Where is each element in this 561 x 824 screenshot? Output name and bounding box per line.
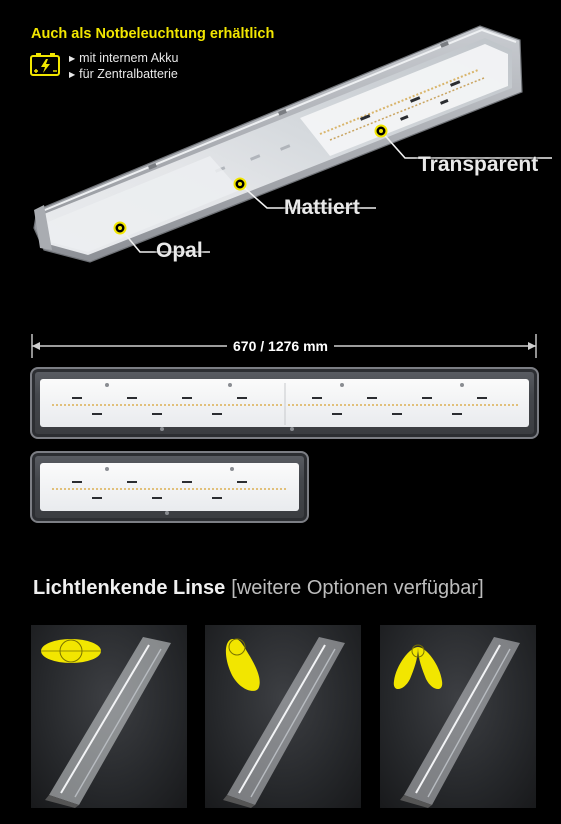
led-board-drawing: [52, 467, 287, 515]
cover-label-transparent: Transparent: [418, 153, 539, 176]
emergency-option-central-battery: ▶für Zentralbatterie: [69, 67, 178, 81]
emergency-option-label: für Zentralbatterie: [79, 67, 178, 81]
triangle-bullet-icon: ▶: [69, 54, 76, 63]
dimension-text: 670 / 1276 mm: [227, 338, 334, 354]
lens-tile-wide: [31, 625, 187, 808]
led-board-drawing: [52, 383, 518, 431]
lens-fixture-image: [400, 637, 520, 808]
cover-label-opal: Opal: [156, 239, 203, 262]
emergency-title: Auch als Notbeleuchtung erhältlich: [31, 26, 275, 42]
beam-pattern-wide-icon: [41, 639, 101, 663]
lens-heading: Lichtlenkende Linse[weitere Optionen ver…: [33, 577, 484, 600]
hero-fixture-image: [33, 25, 552, 263]
emergency-option-label: mit internem Akku: [79, 51, 179, 65]
lens-tile-asymmetric: [205, 625, 361, 808]
lens-heading-note: [weitere Optionen verfügbar]: [231, 577, 484, 599]
fixture-top-view-long: [30, 367, 539, 439]
cover-marker-transparent: [374, 124, 388, 138]
battery-lightning-icon: [30, 53, 60, 76]
cover-marker-mattiert: [233, 177, 247, 191]
lens-fixture-image: [223, 637, 345, 808]
fixture-pcb-area: [40, 463, 299, 511]
emergency-option-internal-battery: ▶mit internem Akku: [69, 51, 179, 65]
cover-label-mattiert: Mattiert: [284, 196, 360, 219]
triangle-bullet-icon: ▶: [69, 70, 76, 79]
beam-pattern-asymmetric-icon: [225, 638, 260, 691]
beam-pattern-batwing-icon: [393, 644, 443, 690]
lens-fixture-image: [45, 637, 171, 808]
fixture-top-view-short: [30, 451, 309, 523]
lens-tile-batwing: [380, 625, 536, 808]
dimension-label: 670 / 1276 mm: [0, 338, 561, 354]
cover-marker-opal: [113, 221, 127, 235]
lens-heading-title: Lichtlenkende Linse: [33, 577, 226, 599]
